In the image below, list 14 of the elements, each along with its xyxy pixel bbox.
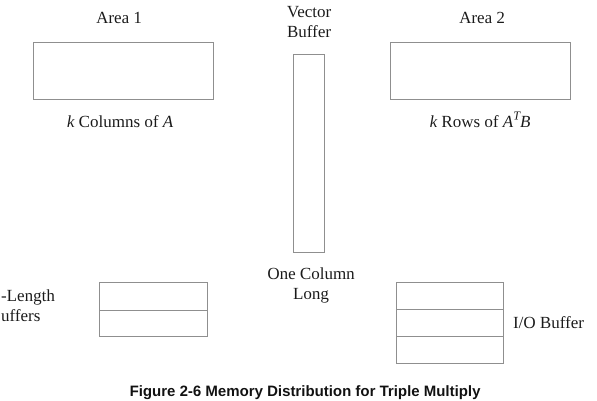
box-caption: k Rows of A$^{T}$B	[428, 112, 532, 132]
figure-caption: Figure 2-6 Memory Distribution for Triple Multiply	[128, 383, 482, 400]
buffer-slot	[396, 282, 504, 309]
box-heading: Vector Buffer	[286, 2, 332, 42]
box-heading: Area 1	[95, 8, 143, 28]
stack-label: -Length uffers	[1, 286, 56, 326]
buffer-slot	[396, 336, 504, 364]
buffer-slot	[99, 310, 208, 337]
buffer-slot	[396, 309, 504, 336]
box-caption: k Columns of A	[66, 112, 174, 132]
buffer-slot	[99, 282, 208, 310]
box-caption: One Column Long	[266, 264, 356, 304]
box-heading: Area 2	[458, 8, 506, 28]
stack-label: I/O Buffer	[513, 313, 585, 333]
